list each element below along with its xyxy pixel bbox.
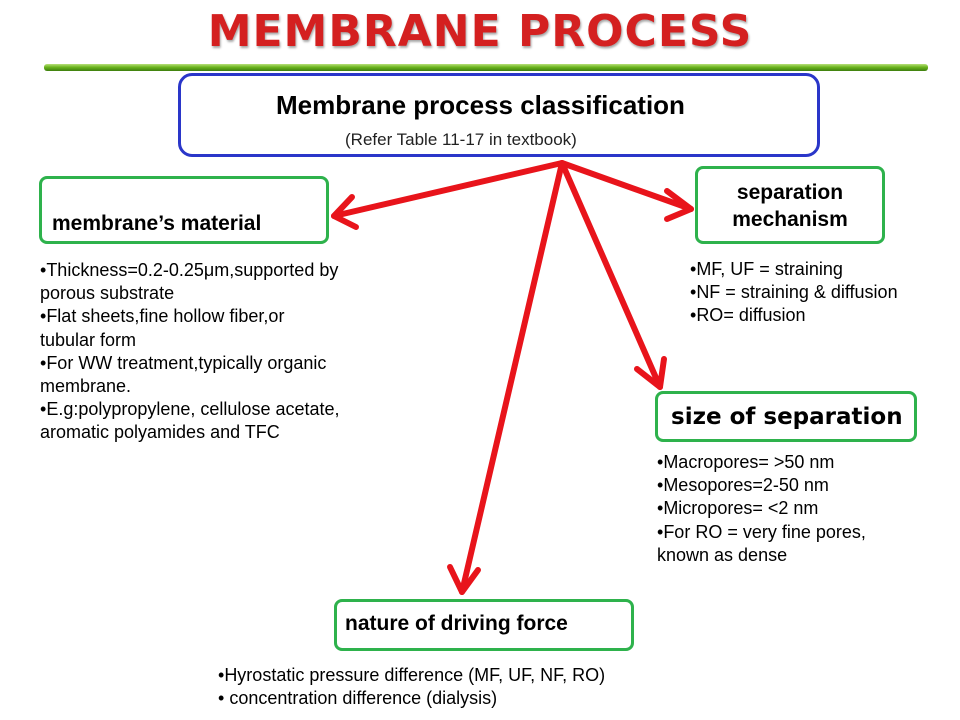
arrow-to-material: [331, 160, 565, 219]
list-item: Thickness=0.2-0.25μm,supported by porous…: [40, 259, 340, 305]
root-title: Membrane process classification: [276, 90, 685, 120]
node-size-of-separation: size of separation: [655, 391, 917, 442]
node-separation-mechanism: separation mechanism: [695, 166, 885, 244]
arrowhead-material: [331, 194, 359, 230]
root-node: Membrane process classification (Refer T…: [178, 73, 820, 157]
list-item: E.g:polypropylene, cellulose acetate, ar…: [40, 398, 340, 444]
list-item: Hyrostatic pressure difference (MF, UF, …: [218, 664, 818, 687]
arrow-to-force: [459, 160, 565, 595]
arrowhead-mechanism: [664, 188, 694, 222]
list-item: Micropores= <2 nm: [657, 497, 917, 520]
arrowhead-force: [447, 564, 481, 595]
root-subtitle: (Refer Table 11-17 in textbook): [345, 130, 577, 149]
node-driving-force: nature of driving force: [334, 599, 634, 651]
title-divider: [44, 64, 928, 71]
slide-title: MEMBRANE PROCESS: [207, 6, 753, 57]
arrow-to-mechanism: [559, 160, 694, 212]
node-driving-force-label: nature of driving force: [345, 612, 568, 635]
node-membrane-material: membrane’s material: [39, 176, 329, 244]
list-item: concentration difference (dialysis): [218, 687, 818, 710]
list-item: Mesopores=2-50 nm: [657, 474, 917, 497]
list-item: MF, UF = straining: [690, 258, 910, 281]
force-bullet-list: Hyrostatic pressure difference (MF, UF, …: [218, 664, 818, 710]
node-separation-mechanism-label-1: separation: [736, 181, 844, 204]
list-item: RO= diffusion: [690, 304, 910, 327]
node-membrane-material-label: membrane’s material: [52, 212, 262, 235]
list-item: Macropores= >50 nm: [657, 451, 917, 474]
list-item: For WW treatment,typically organic membr…: [40, 352, 340, 398]
mechanism-bullet-list: MF, UF = straining NF = straining & diff…: [690, 258, 910, 328]
arrow-to-size: [559, 160, 663, 390]
arrowhead-size: [634, 356, 667, 390]
material-bullet-list: Thickness=0.2-0.25μm,supported by porous…: [40, 259, 340, 445]
list-item: Flat sheets,fine hollow fiber,or tubular…: [40, 305, 340, 351]
node-size-of-separation-label: size of separation: [671, 404, 903, 430]
size-bullet-list: Macropores= >50 nm Mesopores=2-50 nm Mic…: [657, 451, 917, 567]
list-item: NF = straining & diffusion: [690, 281, 910, 304]
list-item: For RO = very fine pores, known as dense: [657, 521, 917, 567]
node-separation-mechanism-label-2: mechanism: [732, 208, 848, 231]
